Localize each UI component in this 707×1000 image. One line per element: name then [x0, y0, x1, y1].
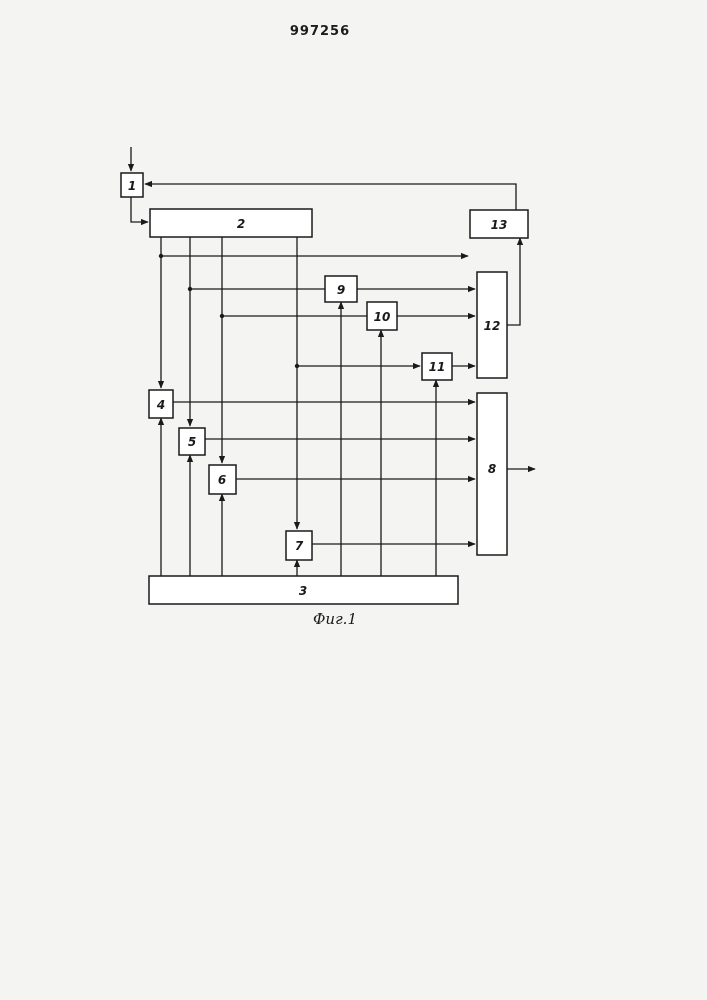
- wire-13-1: [145, 184, 516, 210]
- block-2-label: 2: [237, 217, 245, 231]
- junction-dot: [295, 364, 299, 368]
- block-9-label: 9: [337, 283, 345, 297]
- block-6: 6: [209, 465, 236, 494]
- block-3: 3: [149, 576, 458, 604]
- block-4: 4: [149, 390, 173, 418]
- block-1-label: 1: [128, 179, 136, 193]
- block-2: 2: [150, 209, 312, 237]
- block-10-label: 10: [374, 310, 391, 324]
- block-8-label: 8: [488, 462, 496, 476]
- junction-dot: [188, 287, 192, 291]
- wire-12-13: [507, 238, 520, 325]
- block-8: 8: [477, 393, 507, 555]
- block-1: 1: [121, 173, 143, 197]
- block-12: 12: [477, 272, 507, 378]
- block-7-label: 7: [295, 539, 304, 553]
- block-13: 13: [470, 210, 528, 238]
- block-5-label: 5: [188, 435, 196, 449]
- block-7: 7: [286, 531, 312, 560]
- block-3-label: 3: [299, 584, 307, 598]
- junction-dot: [159, 254, 163, 258]
- block-6-label: 6: [218, 473, 226, 487]
- block-12-label: 12: [484, 319, 501, 333]
- block-11: 11: [422, 353, 452, 380]
- block-9: 9: [325, 276, 357, 302]
- block-11-label: 11: [429, 360, 446, 374]
- junction-dot: [220, 314, 224, 318]
- figure-caption: Фиг.1: [313, 610, 357, 628]
- block-10: 10: [367, 302, 397, 330]
- block-5: 5: [179, 428, 205, 455]
- block-4-label: 4: [156, 398, 165, 412]
- block-13-label: 13: [491, 218, 508, 232]
- wire-1-2: [131, 197, 148, 222]
